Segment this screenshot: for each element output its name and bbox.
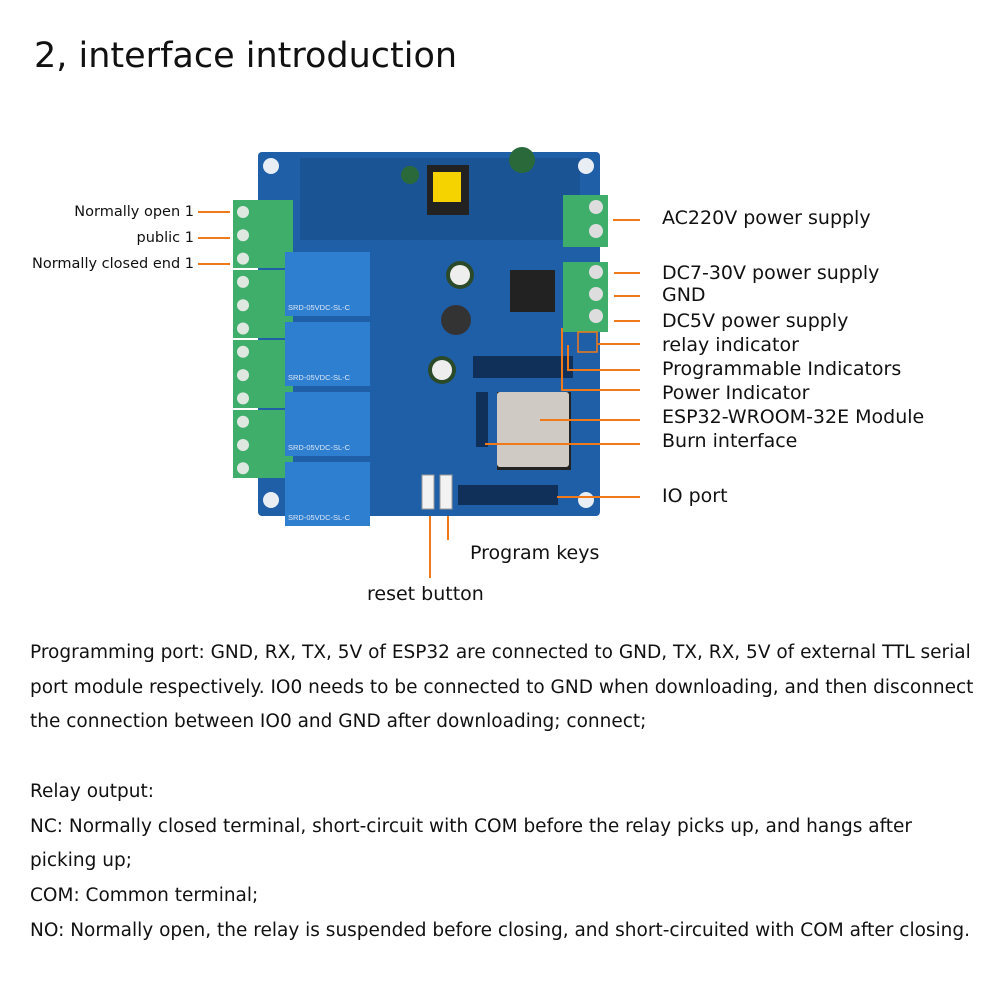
label-reset-button: reset button [367, 583, 484, 605]
terminal-screw [237, 439, 249, 451]
label-dc7-30v: DC7-30V power supply [662, 262, 880, 284]
relay-marking: SRD-05VDC-SL-C [288, 443, 351, 452]
label-normally-open-1: Normally open 1 [74, 204, 194, 220]
terminal-screws [237, 206, 249, 475]
relays: SRD-05VDC-SL-C SRD-05VDC-SL-C SRD-05VDC-SL… [285, 252, 370, 526]
label-esp32-module: ESP32-WROOM-32E Module [662, 406, 925, 428]
relay-heading: Relay output: [30, 780, 154, 802]
label-io-port: IO port [662, 485, 728, 507]
relay [285, 462, 370, 526]
programming-note: Programming port: GND, RX, TX, 5V of ESP… [30, 642, 974, 733]
label-burn-interface: Burn interface [662, 430, 798, 452]
label-normally-closed-1: Normally closed end 1 [32, 256, 194, 272]
label-gnd: GND [662, 284, 706, 306]
com-note: COM: Common terminal; [30, 884, 259, 906]
pin-headers [458, 356, 573, 505]
terminal-screw [237, 392, 249, 405]
terminal-screw [237, 462, 249, 475]
no-note: NO: Normally open, the relay is suspende… [30, 919, 971, 941]
terminal-screw [237, 229, 249, 242]
terminal-screw [237, 415, 249, 428]
label-program-keys: Program keys [470, 542, 600, 564]
terminal-screw [237, 299, 249, 312]
capacitors [401, 147, 555, 384]
relay-marking: SRD-05VDC-SL-C [288, 303, 351, 312]
terminal-screw [237, 345, 249, 358]
description: Programming port: GND, RX, TX, 5V of ESP… [30, 636, 980, 948]
label-relay-indicator: relay indicator [662, 334, 799, 356]
right-terminal-blocks [563, 195, 608, 332]
terminal-screw [237, 252, 249, 265]
label-public-1: public 1 [136, 230, 194, 246]
label-ac220v: AC220V power supply [662, 207, 871, 229]
transformer [427, 165, 469, 215]
label-dc5v: DC5V power supply [662, 310, 849, 332]
callout-lines [198, 211, 640, 578]
page-title: 2, interface introduction [34, 36, 458, 76]
terminal-screw [237, 369, 249, 382]
esp32-module [497, 392, 571, 470]
relay [285, 392, 370, 456]
relay [285, 252, 370, 316]
label-programmable-indicators: Programmable Indicators [662, 358, 902, 380]
relay-marking: SRD-05VDC-SL-C [288, 513, 351, 522]
terminal-screw [237, 275, 249, 288]
terminal-screw [237, 322, 249, 335]
buttons [421, 474, 453, 510]
terminal-screw [237, 206, 249, 218]
relay [285, 322, 370, 386]
relay-marking: SRD-05VDC-SL-C [288, 373, 351, 382]
label-power-indicator: Power Indicator [662, 382, 810, 404]
nc-note: NC: Normally closed terminal, short-circ… [30, 815, 913, 872]
